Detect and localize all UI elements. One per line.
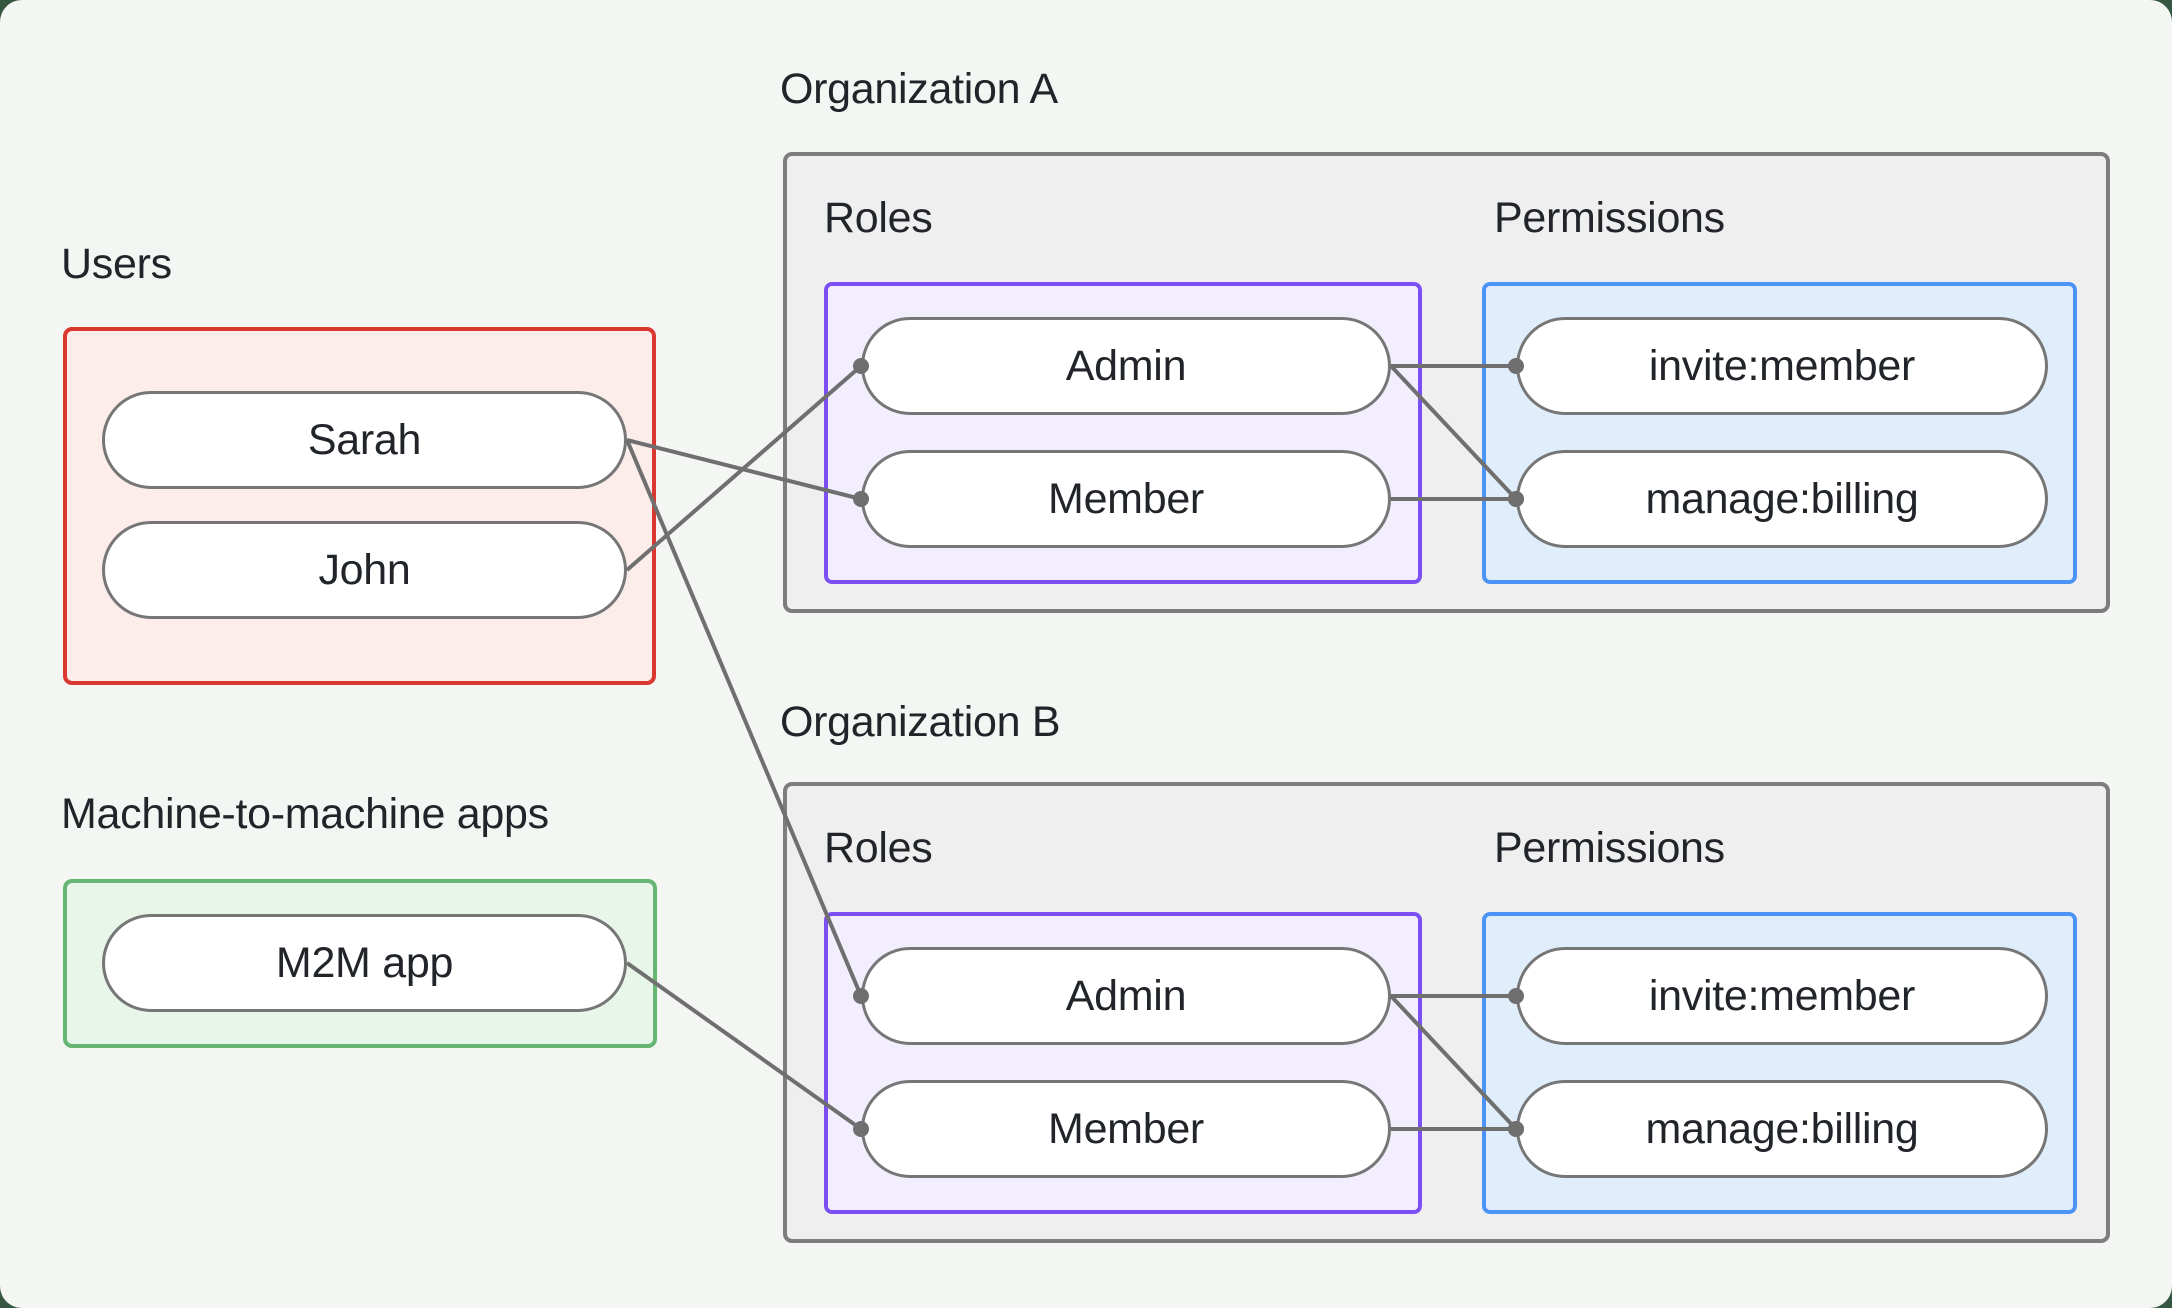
org-a-roles-label: Roles [824, 194, 933, 242]
user-node-sarah: Sarah [102, 391, 627, 489]
org-b-roles-label: Roles [824, 824, 933, 872]
m2m-group-label: Machine-to-machine apps [61, 790, 549, 838]
org-a-roles-box: Admin Member [824, 282, 1422, 584]
users-group-label: Users [61, 240, 172, 288]
org-a-role-admin: Admin [861, 317, 1391, 415]
org-a-role-member: Member [861, 450, 1391, 548]
org-b-permission-invite-member: invite:member [1516, 947, 2048, 1045]
org-b-role-admin: Admin [861, 947, 1391, 1045]
users-group-box: Sarah John [63, 327, 656, 685]
org-a-permissions-box: invite:member manage:billing [1482, 282, 2077, 584]
org-a-permission-invite-member: invite:member [1516, 317, 2048, 415]
m2m-group-box: M2M app [63, 879, 657, 1048]
organization-b-title: Organization B [780, 698, 1061, 746]
organization-a-title: Organization A [780, 65, 1058, 113]
organization-b-box: Roles Permissions Admin Member invite:me… [783, 782, 2110, 1243]
organization-a-box: Roles Permissions Admin Member invite:me… [783, 152, 2110, 613]
org-a-permission-manage-billing: manage:billing [1516, 450, 2048, 548]
org-b-role-member: Member [861, 1080, 1391, 1178]
org-a-permissions-label: Permissions [1494, 194, 1725, 242]
user-node-john: John [102, 521, 627, 619]
org-b-permissions-label: Permissions [1494, 824, 1725, 872]
org-b-roles-box: Admin Member [824, 912, 1422, 1214]
m2m-app-node: M2M app [102, 914, 627, 1012]
org-b-permissions-box: invite:member manage:billing [1482, 912, 2077, 1214]
org-b-permission-manage-billing: manage:billing [1516, 1080, 2048, 1178]
